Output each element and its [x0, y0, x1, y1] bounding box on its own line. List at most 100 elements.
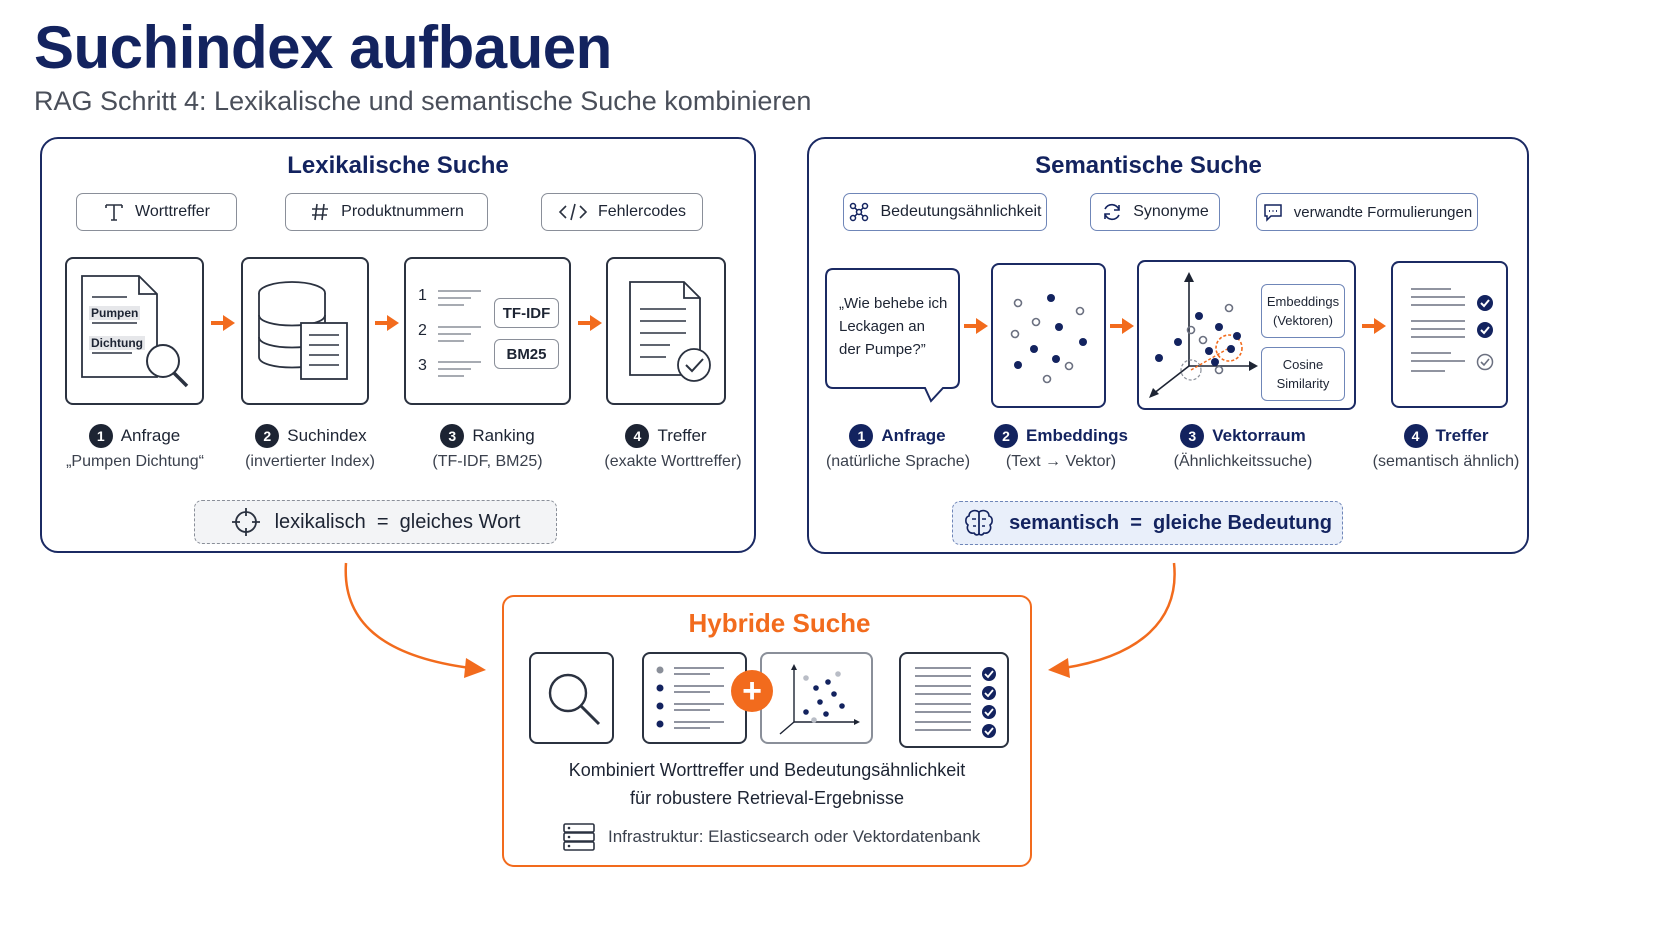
speech-bubble-icon: [825, 268, 960, 403]
infrastructure-line: Infrastruktur: Elasticsearch oder Vektor…: [562, 822, 980, 852]
step-label: Anfrage: [881, 426, 946, 445]
hybrid-title: Hybride Suche: [688, 608, 871, 638]
text-icon: [105, 204, 123, 221]
lexical-step-3: 3 Ranking: [404, 424, 571, 448]
lexical-note: lexikalisch = gleiches Wort: [194, 500, 557, 544]
step-label: Ranking: [472, 426, 535, 445]
search-icon: [548, 673, 601, 726]
plus-label: +: [742, 672, 762, 710]
arrow-icon: [964, 318, 988, 334]
chip-produktnummern: Produktnummern: [285, 193, 488, 231]
rank-number: 3: [418, 357, 427, 374]
lexical-title: Lexikalische Suche: [287, 152, 509, 179]
chip-worttreffer: Worttreffer: [76, 193, 237, 231]
step-badge: 3: [1180, 424, 1205, 448]
note-text: semantisch = gleiche Bedeutung: [1009, 511, 1332, 534]
tag-tfidf: TF-IDF: [494, 298, 559, 328]
semantic-note: semantisch = gleiche Bedeutung: [952, 501, 1343, 545]
step-badge: 2: [993, 424, 1018, 448]
arrow-icon: [578, 315, 602, 331]
hybrid-description: Kombiniert Worttreffer und Bedeutungsähn…: [502, 756, 1032, 812]
lexical-card-results: [606, 257, 726, 405]
lexical-card-query: Pumpen Dichtung: [65, 257, 204, 405]
description-line: Kombiniert Worttreffer und Bedeutungsähn…: [568, 760, 966, 780]
description-line: für robustere Retrieval-Ergebnisse: [629, 788, 905, 808]
chip-synonyme: Synonyme: [1090, 193, 1220, 231]
chip-label: Produktnummern: [341, 203, 464, 220]
tag-cosine: Cosine Similarity: [1261, 347, 1345, 401]
lexical-step-1: 1 Anfrage: [65, 424, 204, 448]
lexical-step-4-sub: (exakte Worttreffer): [604, 453, 742, 470]
step-label: Anfrage: [120, 426, 181, 445]
lexical-step-3-sub: (TF-IDF, BM25): [432, 453, 543, 470]
step-badge: 3: [440, 424, 465, 448]
note-text: lexikalisch = gleiches Wort: [274, 510, 521, 533]
chip-fehlercodes: Fehlercodes: [541, 193, 703, 231]
tag-bm25: BM25: [494, 339, 559, 369]
server-icon: [563, 823, 595, 851]
rank-number: 1: [418, 287, 427, 304]
semantic-title: Semantische Suche: [1035, 152, 1262, 179]
step-label: Vektorraum: [1212, 426, 1306, 445]
step-label: Treffer: [657, 426, 707, 445]
network-icon: [850, 202, 869, 222]
chat-icon: [1264, 204, 1282, 222]
semantic-query-text: „Wie behebe ich Leckagen an der Pumpe?”: [839, 292, 957, 361]
tag-embeddings: Embeddings (Vektoren): [1261, 284, 1345, 338]
chip-bedeutung: Bedeutungsähnlichkeit: [843, 193, 1047, 231]
arrow-icon: [375, 315, 399, 331]
checklist-icon: [915, 667, 996, 738]
semantic-step-4-sub: (semantisch ähnlich): [1372, 453, 1520, 470]
plus-icon: +: [731, 670, 773, 712]
step-badge: 4: [1403, 424, 1428, 448]
document-search-icon: [81, 275, 189, 388]
chip-label: verwandte Formulierungen: [1293, 203, 1473, 221]
arrow-icon: [211, 315, 235, 331]
lexical-card-ranking: 1 2 3 TF-IDF BM25: [404, 257, 571, 405]
rank-number: 2: [418, 322, 427, 339]
semantic-step-1-sub: (natürliche Sprache): [825, 453, 971, 470]
chip-label: Fehlercodes: [597, 203, 687, 220]
arrow-icon: [1110, 318, 1134, 334]
semantic-card-embeddings: [991, 263, 1106, 408]
bullet-list-icon: [656, 666, 724, 729]
chip-label: Worttreffer: [135, 203, 210, 220]
lexical-step-1-sub: „Pumpen Dichtung“: [66, 453, 204, 470]
scatter-icon: [779, 664, 860, 735]
hash-icon: [312, 203, 329, 221]
database-icon: [258, 281, 348, 380]
query-line: der Pumpe?”: [839, 341, 926, 358]
code-icon: [558, 203, 588, 221]
lexical-step-4: 4 Treffer: [596, 424, 736, 448]
brain-icon: [965, 509, 993, 536]
semantic-step-2: 2 Embeddings: [991, 424, 1131, 448]
sync-icon: [1104, 203, 1121, 221]
lexical-step-2-sub: (invertierter Index): [245, 453, 375, 470]
embedding-dots-icon: [1010, 294, 1087, 384]
step-label: Suchindex: [287, 426, 367, 445]
page-title: Suchindex aufbauen: [34, 14, 612, 81]
step-badge: 2: [255, 424, 280, 448]
step-badge: 1: [849, 424, 874, 448]
target-icon: [231, 508, 260, 536]
lexical-step-2: 2 Suchindex: [241, 424, 381, 448]
doc-tag-dichtung: Dichtung: [89, 336, 145, 350]
list-lines: [438, 290, 481, 377]
step-label: Embeddings: [1025, 426, 1128, 445]
semantic-step-3: 3 Vektorraum: [1163, 424, 1323, 448]
vector-space-icon: [1149, 272, 1258, 398]
step-label: Treffer: [1435, 426, 1489, 445]
lexical-card-index: [241, 257, 369, 405]
doc-tag-pumpen: Pumpen: [89, 306, 141, 320]
step-badge: 1: [88, 424, 113, 448]
page-subtitle: RAG Schritt 4: Lexikalische und semantis…: [34, 86, 812, 116]
hybrid-card-vectors: [760, 652, 873, 744]
arrow-icon: [1362, 318, 1386, 334]
semantic-card-vectorspace: Embeddings (Vektoren) Cosine Similarity: [1137, 260, 1356, 410]
hybrid-card-results: [899, 652, 1009, 748]
semantic-step-2-sub: (Text → Vektor): [1005, 453, 1117, 470]
query-line: „Wie behebe ich: [839, 295, 948, 312]
chip-formulierungen: verwandte Formulierungen: [1256, 193, 1478, 231]
semantic-step-4: 4 Treffer: [1376, 424, 1516, 448]
